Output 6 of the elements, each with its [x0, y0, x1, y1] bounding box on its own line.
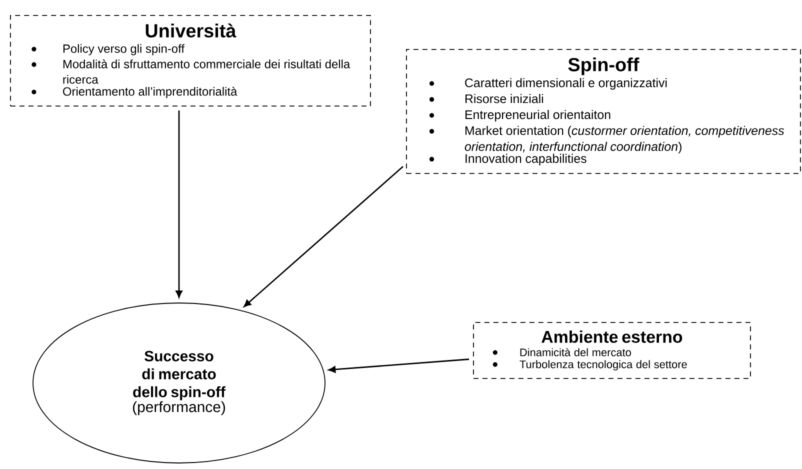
arrow [176, 110, 182, 298]
arrow [328, 358, 470, 373]
arrow [244, 166, 404, 308]
dashed-box: Ambiente esterno Dinamicità del mercato Turbolenza tecnologica del settore [473, 322, 751, 379]
dashed-box: Università Policy verso gli spin-off Modalità di sfruttamento commerciale dei risultati della ricerca Orientamento all’imprenditorialità [10, 15, 371, 107]
dashed-box: Spin-off Caratteri dimensionali e organizzativi Risorse iniziali Entrepreneurial orientaiton Market orientation (custormer orientation, competitiveness orientation, interfunctional coordination) Innovation capabilities [406, 49, 801, 174]
